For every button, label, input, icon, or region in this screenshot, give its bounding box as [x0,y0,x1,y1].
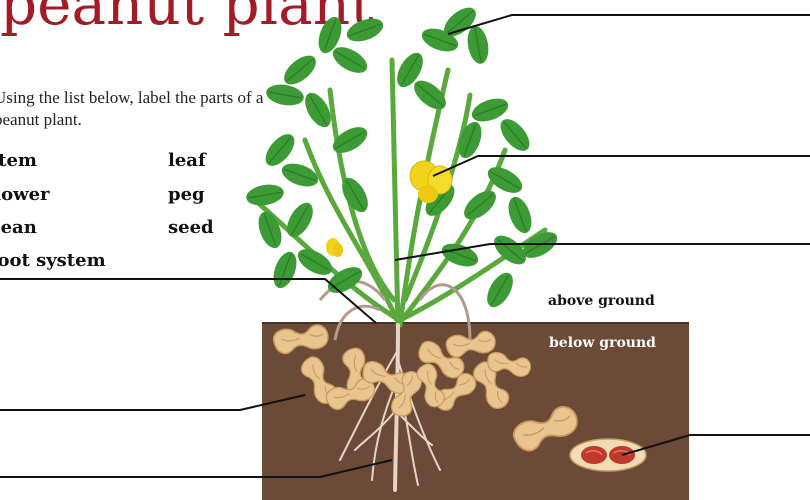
opened-seed-pod [570,439,646,471]
below-ground-label: below ground [549,335,656,351]
peg-answer-line [0,279,376,323]
above-ground-label: above ground [548,293,655,309]
bean-answer-line [0,395,305,410]
leaf-answer-line [448,15,810,34]
flower-small [326,238,343,257]
